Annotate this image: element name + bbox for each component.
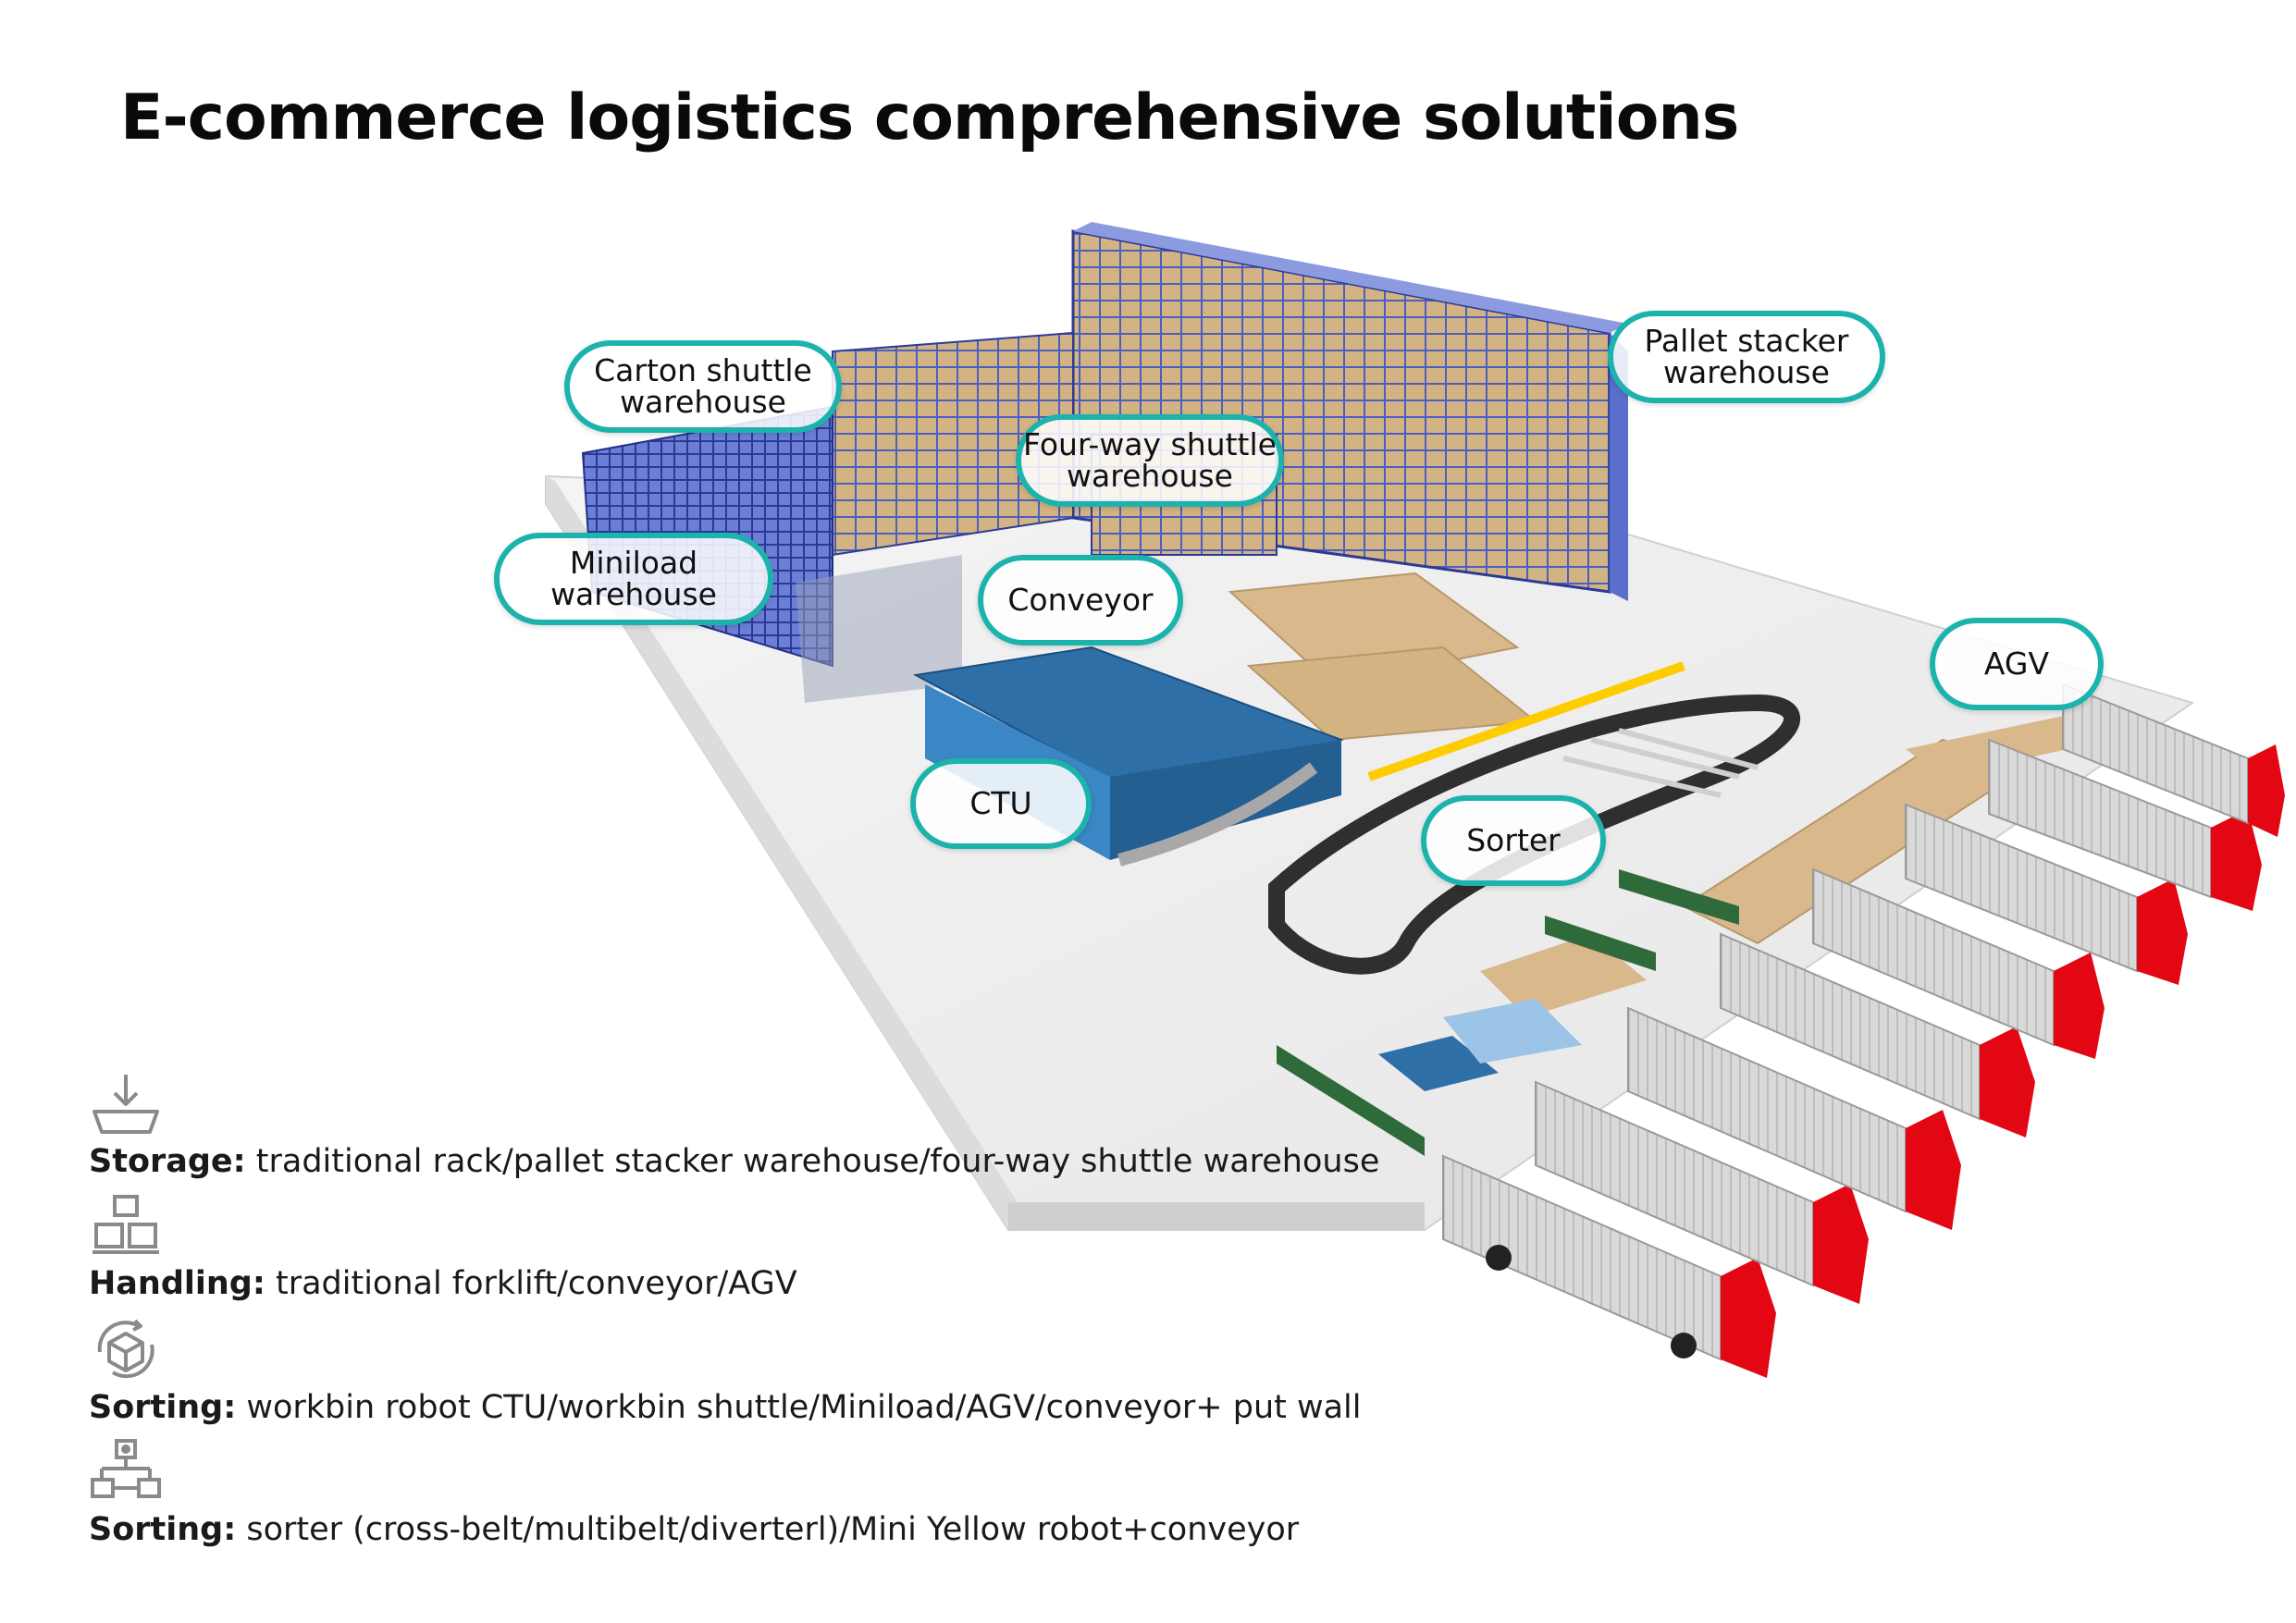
legend-sorting-robot: Sorting: workbin robot CTU/workbin shutt… — [89, 1315, 1362, 1426]
callout-sorter: Sorter — [1421, 795, 1606, 886]
storage-download-icon — [93, 1075, 159, 1134]
handling-boxes-icon — [93, 1195, 159, 1254]
callout-four-way-shuttle-warehouse: Four-way shuttle warehouse — [1016, 414, 1284, 507]
legend-storage-desc: traditional rack/pallet stacker warehous… — [245, 1143, 1380, 1180]
legend-sorting-robot-label: Sorting: — [89, 1389, 237, 1426]
legend-storage-label: Storage: — [89, 1143, 246, 1180]
page-title: E-commerce logistics comprehensive solut… — [120, 81, 1739, 154]
legend-sorting-sorter: Sorting: sorter (cross-belt/multibelt/di… — [89, 1437, 1299, 1548]
callout-miniload-warehouse: Miniload warehouse — [494, 533, 773, 625]
legend-handling: Handling: traditional forklift/conveyor/… — [89, 1191, 797, 1302]
legend-storage: Storage: traditional rack/pallet stacker… — [89, 1069, 1379, 1180]
callout-conveyor: Conveyor — [978, 555, 1183, 646]
callout-ctu: CTU — [910, 758, 1092, 849]
trucks — [1442, 682, 2285, 1378]
legend-sorting-sorter-label: Sorting: — [89, 1511, 237, 1548]
legend-handling-text: Handling: traditional forklift/conveyor/… — [89, 1265, 797, 1302]
legend-storage-text: Storage: traditional rack/pallet stacker… — [89, 1143, 1379, 1180]
sorting-hierarchy-icon — [91, 1439, 161, 1498]
callout-carton-shuttle-warehouse: Carton shuttle warehouse — [564, 340, 842, 433]
sorter-conveyor — [1268, 661, 1801, 975]
dock-doors — [1277, 869, 1739, 1156]
carton-pallets — [1228, 572, 1538, 742]
legend-sorting-sorter-text: Sorting: sorter (cross-belt/multibelt/di… — [89, 1511, 1299, 1548]
legend-sorting-robot-desc: workbin robot CTU/workbin shuttle/Minilo… — [236, 1389, 1362, 1426]
callout-pallet-stacker-warehouse: Pallet stacker warehouse — [1608, 311, 1885, 403]
legend-sorting-sorter-desc: sorter (cross-belt/multibelt/diverterl)/… — [236, 1511, 1300, 1548]
legend-handling-desc: traditional forklift/conveyor/AGV — [265, 1265, 797, 1302]
legend-sorting-robot-text: Sorting: workbin robot CTU/workbin shutt… — [89, 1389, 1362, 1426]
callout-agv: AGV — [1930, 618, 2104, 710]
dock-pallets — [1378, 712, 2109, 1091]
sorting-cycle-box-icon — [97, 1319, 154, 1379]
legend-handling-label: Handling: — [89, 1265, 265, 1302]
ctu-conveyor — [1117, 762, 1318, 867]
